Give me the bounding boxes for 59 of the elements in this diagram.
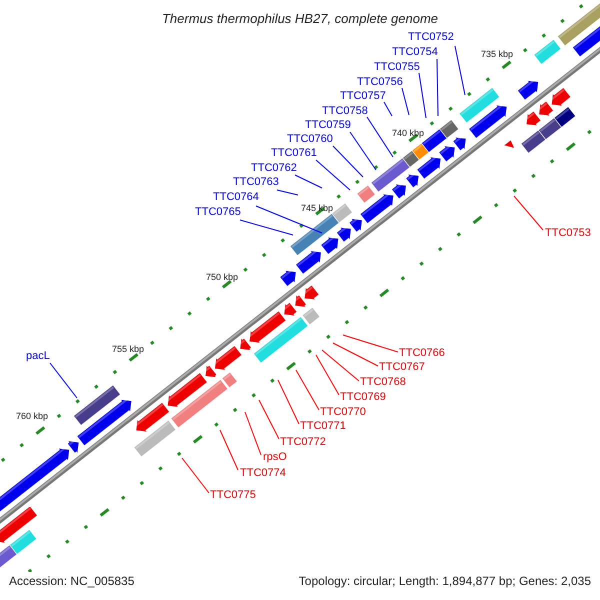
leader-line — [240, 220, 294, 236]
gene-label: rpsO — [263, 452, 287, 463]
gene-label: TTC0752 — [408, 32, 454, 43]
leader-line — [514, 196, 544, 230]
gene-label: TTC0760 — [287, 134, 333, 145]
gene-label: TTC0771 — [300, 421, 346, 432]
gene-label: TTC0775 — [210, 490, 256, 501]
leader-line — [182, 458, 210, 494]
leader-line — [402, 88, 410, 116]
gene-label: TTC0753 — [545, 228, 591, 239]
scale-label: 745 kbp — [301, 204, 334, 213]
leader-line — [276, 190, 298, 196]
leader-line — [220, 430, 238, 470]
gene-label: TTC0769 — [340, 392, 386, 403]
gene-label: TTC0764 — [213, 192, 259, 203]
scale-label: 760 kbp — [16, 412, 48, 421]
gene-label: TTC0766 — [399, 348, 445, 359]
leader-line — [332, 342, 378, 366]
gene-label: TTC0762 — [251, 163, 297, 174]
scale-label: 735 kbp — [481, 50, 514, 59]
leader-line — [50, 362, 78, 398]
gene-label: TTC0756 — [357, 77, 403, 88]
leader-line — [258, 400, 280, 440]
gene-label: TTC0761 — [271, 148, 317, 159]
accession-text: Accession: NC_005835 — [9, 575, 134, 587]
gene-label: TTC0757 — [340, 91, 386, 102]
leader-line — [294, 174, 322, 188]
gene-label: TTC0772 — [280, 437, 326, 448]
leader-line — [256, 206, 322, 234]
leader-line — [244, 412, 262, 456]
scale-label: 750 kbp — [206, 273, 238, 282]
gene-label: TTC0770 — [320, 407, 366, 418]
gene-label: TTC0767 — [379, 362, 425, 373]
leader-line — [436, 58, 438, 116]
gene-label: TTC0759 — [305, 120, 351, 131]
leader-line — [316, 354, 340, 396]
leader-line — [342, 334, 398, 352]
gene-label: pacL — [26, 351, 50, 362]
scale-label: 740 kbp — [392, 129, 424, 138]
leader-line — [384, 102, 392, 116]
genome-info-text: Topology: circular; Length: 1,894,877 bp; Genes: 2,035 — [298, 575, 591, 587]
leader-line — [418, 72, 426, 118]
gene-label: TTC0754 — [392, 47, 438, 58]
leader-line — [322, 350, 360, 382]
leader-line — [366, 116, 394, 158]
gene-label: TTC0774 — [240, 468, 286, 479]
leader-line — [278, 380, 300, 424]
scale-label: 755 kbp — [112, 345, 144, 354]
gene-label: TTC0755 — [374, 62, 420, 73]
leader-line — [316, 160, 350, 190]
map-title: Thermus thermophilus HB27, complete genome — [160, 12, 440, 25]
leader-line — [350, 132, 376, 170]
gene-label: TTC0765 — [195, 207, 241, 218]
gene-label: TTC0763 — [233, 177, 279, 188]
leader-line — [454, 46, 466, 96]
leader-line — [332, 146, 364, 178]
leader-line — [296, 370, 320, 410]
gene-label: TTC0758 — [322, 106, 368, 117]
gene-label: TTC0768 — [360, 377, 406, 388]
